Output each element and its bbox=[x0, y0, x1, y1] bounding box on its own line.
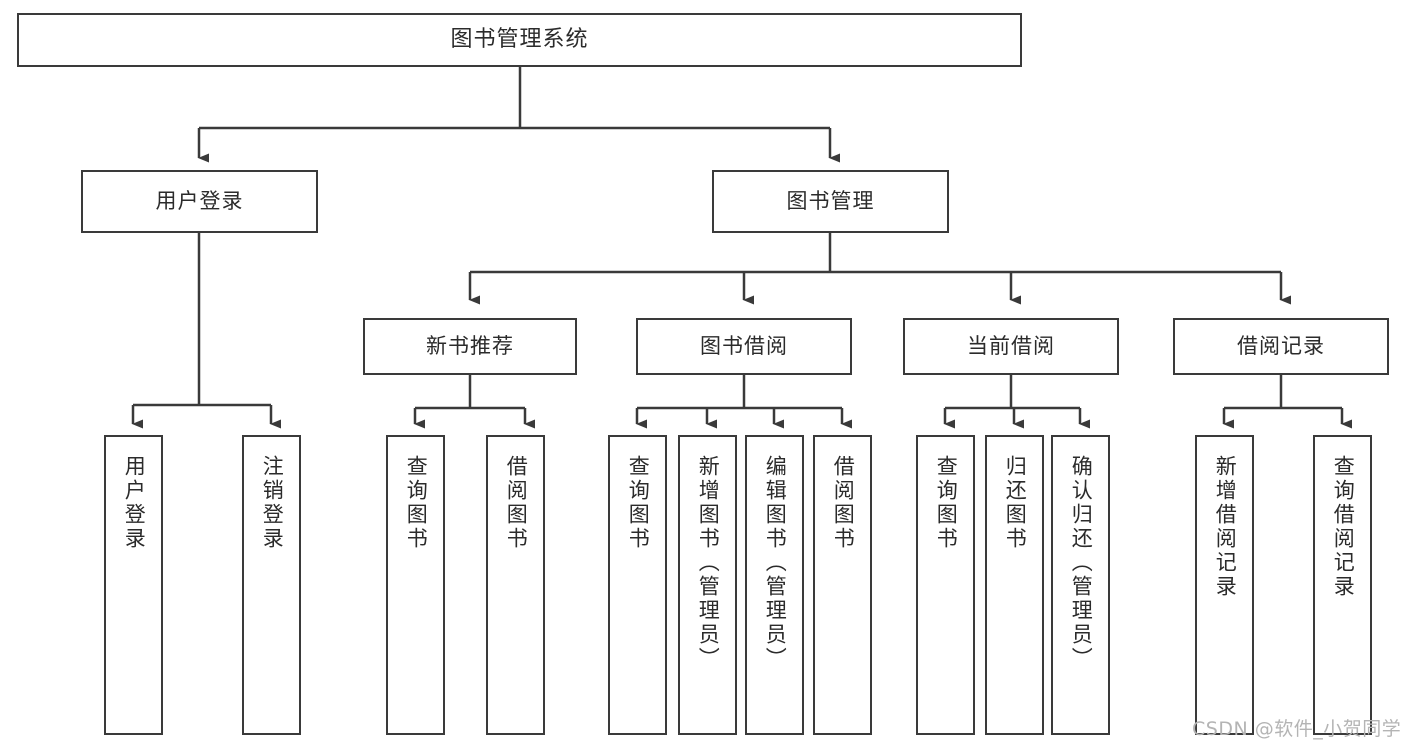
node-label: 查询图书 bbox=[626, 455, 651, 551]
node-label: 确认归还（管理员） bbox=[1069, 455, 1094, 671]
node-label: 图书管理系统 bbox=[450, 27, 589, 53]
leaf-newbook-query-book[interactable]: 查询图书 bbox=[386, 435, 445, 735]
node-label: 用户登录 bbox=[122, 455, 147, 551]
node-root-system[interactable]: 图书管理系统 bbox=[17, 13, 1022, 67]
node-label: 当前借阅 bbox=[967, 334, 1055, 359]
node-current-borrow[interactable]: 当前借阅 bbox=[903, 318, 1119, 375]
csdn-watermark: CSDN @软件_小贺同学 bbox=[1192, 718, 1402, 740]
node-label: 借阅图书 bbox=[504, 455, 529, 551]
node-label: 查询图书 bbox=[934, 455, 959, 551]
leaf-record-add-record[interactable]: 新增借阅记录 bbox=[1195, 435, 1254, 735]
node-label: 借阅记录 bbox=[1237, 334, 1325, 359]
leaf-current-confirm-return-admin[interactable]: 确认归还（管理员） bbox=[1051, 435, 1110, 735]
node-label: 新增图书（管理员） bbox=[696, 455, 721, 671]
node-book-management[interactable]: 图书管理 bbox=[712, 170, 949, 233]
node-new-book-recommend[interactable]: 新书推荐 bbox=[363, 318, 577, 375]
leaf-user-login[interactable]: 用户登录 bbox=[104, 435, 163, 735]
leaf-borrow-query-book[interactable]: 查询图书 bbox=[608, 435, 667, 735]
node-label: 查询借阅记录 bbox=[1331, 455, 1356, 599]
leaf-current-return-book[interactable]: 归还图书 bbox=[985, 435, 1044, 735]
node-label: 新增借阅记录 bbox=[1213, 455, 1238, 599]
node-label: 图书借阅 bbox=[700, 334, 788, 359]
node-label: 新书推荐 bbox=[426, 334, 514, 359]
node-label: 编辑图书（管理员） bbox=[763, 455, 788, 671]
leaf-borrow-add-book-admin[interactable]: 新增图书（管理员） bbox=[678, 435, 737, 735]
leaf-borrow-edit-book-admin[interactable]: 编辑图书（管理员） bbox=[745, 435, 804, 735]
leaf-newbook-borrow-book[interactable]: 借阅图书 bbox=[486, 435, 545, 735]
leaf-user-logout[interactable]: 注销登录 bbox=[242, 435, 301, 735]
leaf-current-query-book[interactable]: 查询图书 bbox=[916, 435, 975, 735]
node-label: 图书管理 bbox=[786, 189, 875, 214]
node-label: 归还图书 bbox=[1003, 455, 1028, 551]
node-label: 用户登录 bbox=[155, 189, 244, 214]
node-label: 注销登录 bbox=[260, 455, 285, 551]
leaf-record-query-record[interactable]: 查询借阅记录 bbox=[1313, 435, 1372, 735]
node-borrow-record[interactable]: 借阅记录 bbox=[1173, 318, 1389, 375]
leaf-borrow-borrow-book[interactable]: 借阅图书 bbox=[813, 435, 872, 735]
node-label: 查询图书 bbox=[404, 455, 429, 551]
node-user-login[interactable]: 用户登录 bbox=[81, 170, 318, 233]
node-book-borrow[interactable]: 图书借阅 bbox=[636, 318, 852, 375]
node-label: 借阅图书 bbox=[831, 455, 856, 551]
